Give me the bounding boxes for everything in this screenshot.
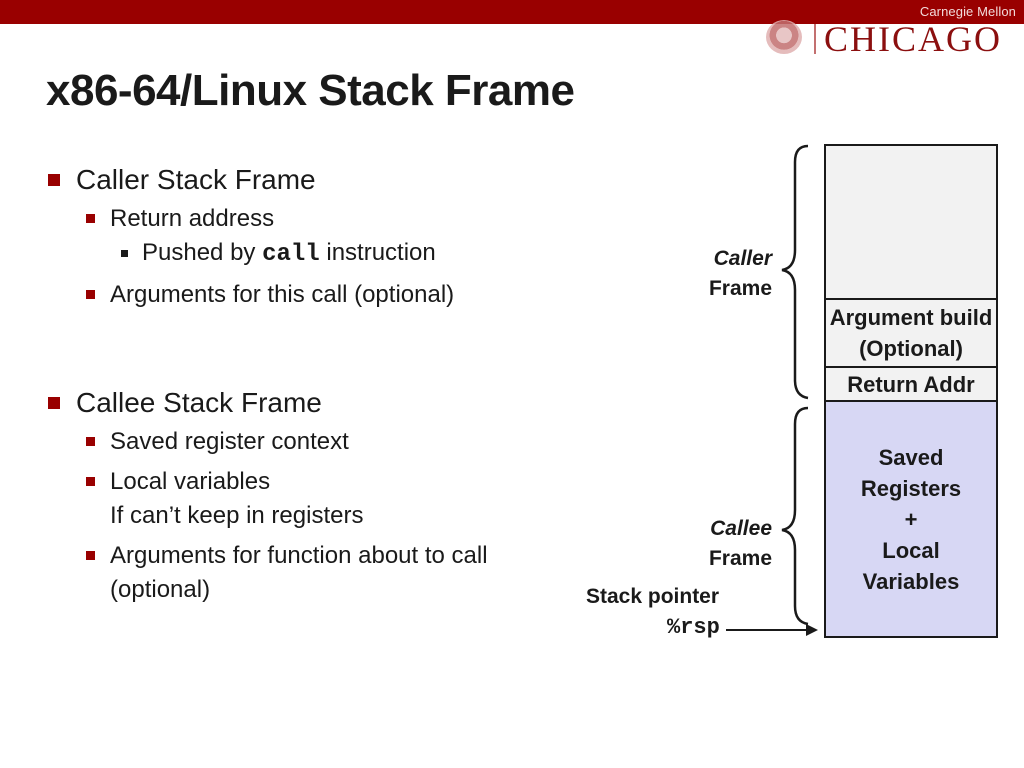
section-heading-row: Callee Stack Frame <box>48 387 488 419</box>
callee-brace <box>781 406 809 626</box>
list-item: Return address Pushed by call instructio… <box>84 202 454 272</box>
sub-list-item: Pushed by call instruction <box>116 236 454 272</box>
saved-box-line4: Local <box>882 537 940 563</box>
caller-frame-label: Caller Frame <box>652 244 772 304</box>
bullet-square-icon <box>48 397 60 409</box>
sub-item-prefix: Pushed by <box>142 239 263 266</box>
stack-box-return-addr: Return Addr <box>824 366 998 402</box>
caller-section: Caller Stack Frame Return address Pushed… <box>48 164 454 318</box>
list-item: Saved register context <box>84 425 488 459</box>
bullet-square-icon <box>86 551 95 560</box>
list-item-line2: If can’t keep in registers <box>110 502 364 529</box>
stack-box-saved-registers: Saved Registers + Local Variables <box>824 400 998 638</box>
stack-pointer-arrow-head <box>806 624 818 636</box>
list-item-line2: (optional) <box>110 576 211 603</box>
list-item-line1: Arguments for function about to call <box>110 542 488 569</box>
sub-item-suffix: instruction <box>319 239 436 266</box>
bullet-square-icon <box>86 214 95 223</box>
stack-box-empty <box>824 144 998 300</box>
saved-box-line1: Saved <box>878 444 944 470</box>
caller-brace <box>781 144 809 400</box>
bullet-square-icon <box>86 290 95 299</box>
sub-list: Pushed by call instruction <box>116 236 454 272</box>
logo-wordmark: CHICAGO <box>824 19 1003 59</box>
slide-title: x86-64/Linux Stack Frame <box>46 66 575 115</box>
university-logo: CHICAGO <box>766 19 1024 59</box>
list-item-text: Saved register context <box>110 428 349 455</box>
saved-box-line5: Variables <box>862 568 960 594</box>
list-item: Arguments for function about to call (op… <box>84 539 488 607</box>
bullet-small-icon <box>121 250 128 257</box>
section-heading: Caller Stack Frame <box>76 164 316 195</box>
list-item: Arguments for this call (optional) <box>84 278 454 312</box>
section-heading: Callee Stack Frame <box>76 387 322 418</box>
list-item-text: Arguments for this call (optional) <box>110 281 455 308</box>
call-code: call <box>262 241 320 268</box>
section-heading-row: Caller Stack Frame <box>48 164 454 196</box>
seal-icon <box>766 20 802 54</box>
callee-label-line2: Frame <box>708 547 772 570</box>
list-item-text: Return address <box>110 205 275 232</box>
logo-divider <box>814 24 816 54</box>
saved-box-line2: Registers <box>860 475 962 501</box>
caller-label-line2: Frame <box>708 277 772 300</box>
list-item-line1: Local variables <box>110 468 271 495</box>
arg-box-line2: (Optional) <box>859 336 963 361</box>
saved-box-line3: + <box>904 506 918 532</box>
callee-section: Callee Stack Frame Saved register contex… <box>48 387 488 613</box>
bullet-square-icon <box>86 477 95 486</box>
top-bar: Carnegie Mellon <box>0 0 1024 24</box>
callee-list: Saved register context Local variables I… <box>84 425 488 607</box>
arg-box-line1: Argument build <box>829 305 993 330</box>
bullet-square-icon <box>48 174 60 186</box>
list-item: Local variables If can’t keep in registe… <box>84 465 488 533</box>
stack-pointer-label: Stack pointer <box>586 585 720 608</box>
stack-box-argument-build: Argument build (Optional) <box>824 298 998 368</box>
callee-label-line1: Callee <box>710 517 772 540</box>
callee-frame-label: Callee Frame <box>652 514 772 574</box>
stack-pointer-register: %rsp <box>667 615 720 640</box>
brand-label: Carnegie Mellon <box>919 4 1016 19</box>
caller-label-line1: Caller <box>713 247 772 270</box>
bullet-square-icon <box>86 437 95 446</box>
caller-list: Return address Pushed by call instructio… <box>84 202 454 312</box>
